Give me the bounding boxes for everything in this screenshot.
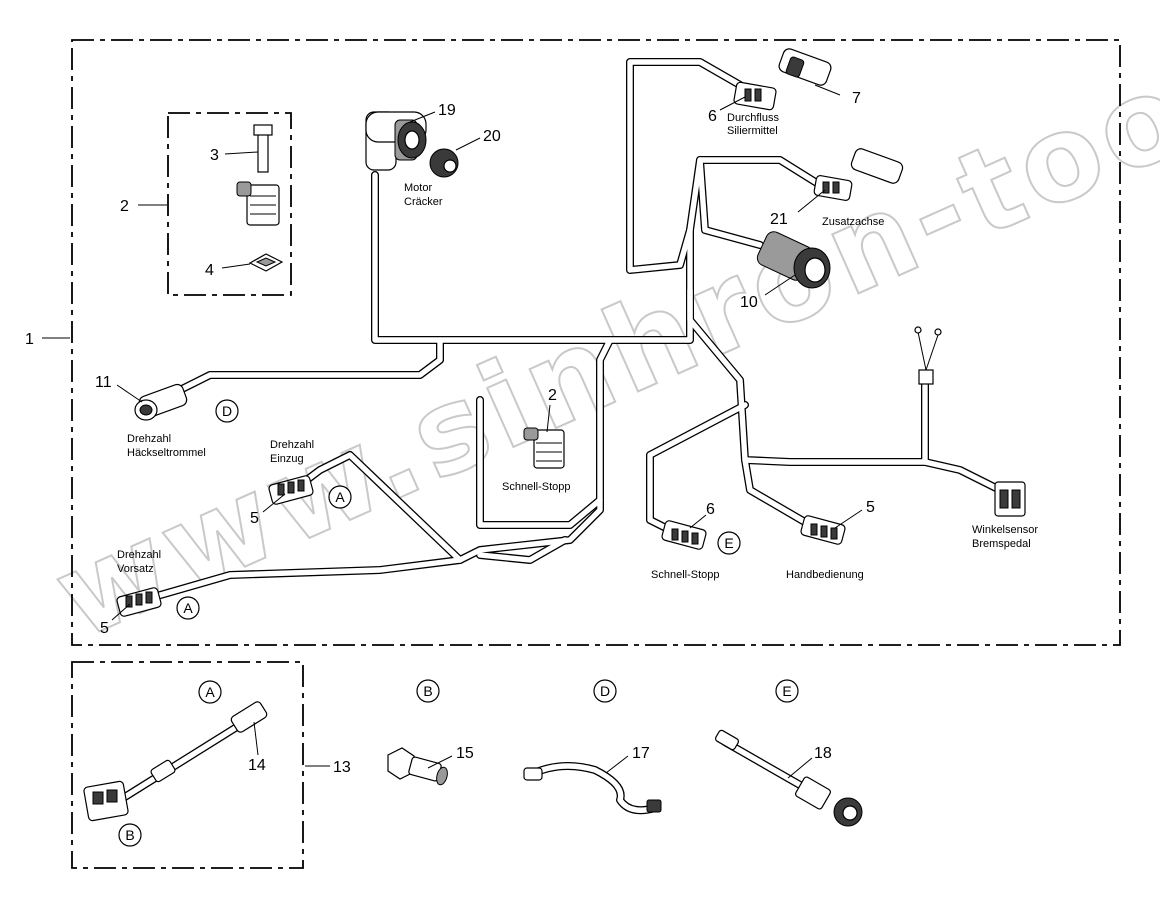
caption-handbedienung: Handbedienung <box>786 569 864 581</box>
callout-1: 1 <box>25 331 34 348</box>
callout-7: 7 <box>852 90 861 107</box>
callout-3: 3 <box>210 147 219 164</box>
valve-schnell-stopp-icon <box>523 427 565 469</box>
caption-siliermittel: Siliermittel <box>727 125 778 137</box>
connector-5-einzug-icon <box>268 475 314 505</box>
callout-14: 14 <box>248 757 266 774</box>
cable-17-icon <box>523 762 662 815</box>
connector-21-icon <box>813 148 904 201</box>
marker-a-vorsatz: A <box>176 596 200 620</box>
callout-6-right: 6 <box>706 501 715 518</box>
callout-2-center: 2 <box>548 387 557 404</box>
connector-11-icon <box>134 383 188 421</box>
round-connector-10-icon <box>756 231 831 289</box>
callout-2-kit: 2 <box>120 198 129 215</box>
watermark-text: www.sinhron-too.kz <box>35 0 1160 666</box>
valve-kit-icon <box>236 124 284 272</box>
marker-b-top: B <box>416 679 440 703</box>
svg-text:B: B <box>423 683 432 699</box>
bolt-15-icon <box>387 747 448 786</box>
caption-schnell-stopp-right: Schnell-Stopp <box>651 569 720 581</box>
svg-text:D: D <box>600 683 610 699</box>
harness-frame <box>71 39 1121 646</box>
svg-text:B: B <box>125 827 134 843</box>
kit-frame-13 <box>71 661 304 869</box>
sensor-leads-icon <box>914 326 942 385</box>
callout-5-vorsatz: 5 <box>100 620 109 637</box>
caption-bremspedal: Bremspedal <box>972 538 1031 550</box>
caption-drehzahl-vorsatz-2: Vorsatz <box>117 563 154 575</box>
kit-frame-2 <box>167 112 292 296</box>
caption-motor: Motor <box>404 182 432 194</box>
marker-d-main: D <box>215 399 239 423</box>
callout-21: 21 <box>770 211 788 228</box>
callout-13: 13 <box>333 759 351 776</box>
callout-10: 10 <box>740 294 758 311</box>
callout-5-right: 5 <box>866 499 875 516</box>
caption-zusatzachse: Zusatzachse <box>822 216 884 228</box>
leader-lines <box>42 84 863 779</box>
caption-durchfluss: Durchfluss <box>727 112 779 124</box>
caption-schnell-stopp-center: Schnell-Stopp <box>502 481 571 493</box>
callout-20: 20 <box>483 128 501 145</box>
svg-text:A: A <box>183 600 193 616</box>
callout-5-einzug: 5 <box>250 510 259 527</box>
callout-11: 11 <box>95 374 112 391</box>
callout-4: 4 <box>205 262 214 279</box>
marker-b-kit: B <box>118 823 142 847</box>
callout-6-upper: 6 <box>708 108 717 125</box>
switch-cable-18-icon <box>714 729 863 827</box>
caption-drehzahl-haeckseltrommel-2: Häckseltrommel <box>127 447 206 459</box>
marker-a-einzug: A <box>328 485 352 509</box>
connector-6-schnell-stopp-icon <box>661 520 707 550</box>
svg-text:A: A <box>335 489 345 505</box>
caption-drehzahl-vorsatz-1: Drehzahl <box>117 549 161 561</box>
marker-e-top: E <box>775 679 799 703</box>
svg-text:E: E <box>724 535 733 551</box>
caption-winkelsensor: Winkelsensor <box>972 524 1038 536</box>
callout-18: 18 <box>814 745 832 762</box>
connector-7-icon <box>778 48 832 86</box>
svg-text:E: E <box>782 683 791 699</box>
marker-d-top: D <box>593 679 617 703</box>
connector-5-handbedienung-icon <box>800 515 846 545</box>
callout-15: 15 <box>456 745 474 762</box>
caption-drehzahl-haeckseltrommel-1: Drehzahl <box>127 433 171 445</box>
marker-a-kit: A <box>198 680 222 704</box>
caption-cracker: Cräcker <box>404 196 443 208</box>
callout-19: 19 <box>438 102 456 119</box>
caption-drehzahl-einzug-1: Drehzahl <box>270 439 314 451</box>
svg-text:D: D <box>222 403 232 419</box>
svg-text:A: A <box>205 684 215 700</box>
elbow-connector-19-icon <box>365 111 427 171</box>
adapter-cable-14-icon <box>83 701 268 822</box>
marker-e-main: E <box>717 531 741 555</box>
connector-6-upper-icon <box>733 81 777 111</box>
callout-17: 17 <box>632 745 650 762</box>
connector-winkelsensor-icon <box>994 481 1026 517</box>
connector-5-vorsatz-icon <box>116 587 162 617</box>
harness-wires <box>146 58 1004 602</box>
caption-drehzahl-einzug-2: Einzug <box>270 453 304 465</box>
cap-20-icon <box>429 148 459 178</box>
